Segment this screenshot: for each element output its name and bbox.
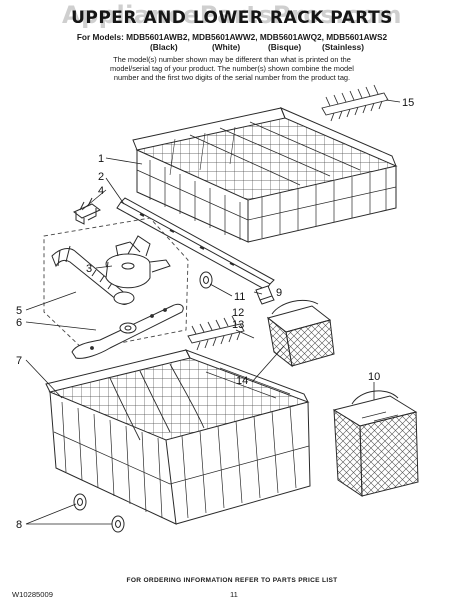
note-line: number and the first two digits of the s… <box>113 73 351 82</box>
note-line: The model(s) number shown may be differe… <box>113 55 351 64</box>
note-line: model/serial tag of your product. The nu… <box>110 64 354 73</box>
color-bisque: (Bisque) <box>268 42 302 52</box>
ordering-info: FOR ORDERING INFORMATION REFER TO PARTS … <box>126 577 338 584</box>
callout-6: 6 <box>16 317 22 329</box>
assembly-bracket <box>43 217 189 351</box>
page-number: 11 <box>230 590 238 599</box>
color-white: (White) <box>212 42 241 52</box>
callout-15: 15 <box>402 97 414 109</box>
part-1-upper-rack <box>132 107 398 243</box>
callout-14: 14 <box>236 375 248 387</box>
document-code: W10285009 <box>12 590 53 599</box>
part-8-wheels <box>73 493 125 533</box>
part-3-manifold <box>105 235 171 289</box>
callout-10: 10 <box>368 371 380 383</box>
callout-5: 5 <box>16 305 22 317</box>
callout-2: 2 <box>98 171 104 183</box>
watermark: AppliancePartsPros.com <box>62 1 402 29</box>
page-title: UPPER AND LOWER RACK PARTS <box>71 8 393 28</box>
callout-12: 12 <box>232 307 244 319</box>
part-5-feed-tube <box>51 245 135 305</box>
callout-11: 11 <box>234 291 245 303</box>
part-9-stop-clip <box>255 285 275 305</box>
part-7-lower-rack <box>45 349 311 525</box>
part-14-small-basket <box>266 299 335 368</box>
models-line: For Models: MDB5601AWB2, MDB5601AWW2, MD… <box>76 32 388 42</box>
color-black: (Black) <box>150 42 178 52</box>
color-stainless: (Stainless) <box>322 42 364 52</box>
callout-13: 13 <box>232 319 244 331</box>
part-4-clip <box>73 197 101 225</box>
callout-7: 7 <box>16 355 22 367</box>
callout-1: 1 <box>98 153 104 165</box>
part-6-spray-arm <box>71 303 184 359</box>
callout-8: 8 <box>16 519 22 531</box>
part-13-tine-row <box>187 315 245 351</box>
part-15-tine-row <box>321 84 389 122</box>
leader-lines <box>25 99 401 525</box>
part-10-silverware-basket <box>332 390 419 497</box>
callout-4: 4 <box>98 185 104 197</box>
part-11-wheel <box>199 271 213 289</box>
callout-3: 3 <box>86 263 92 275</box>
callout-9: 9 <box>276 287 282 299</box>
model-note: The model(s) number shown may be differe… <box>60 55 404 82</box>
